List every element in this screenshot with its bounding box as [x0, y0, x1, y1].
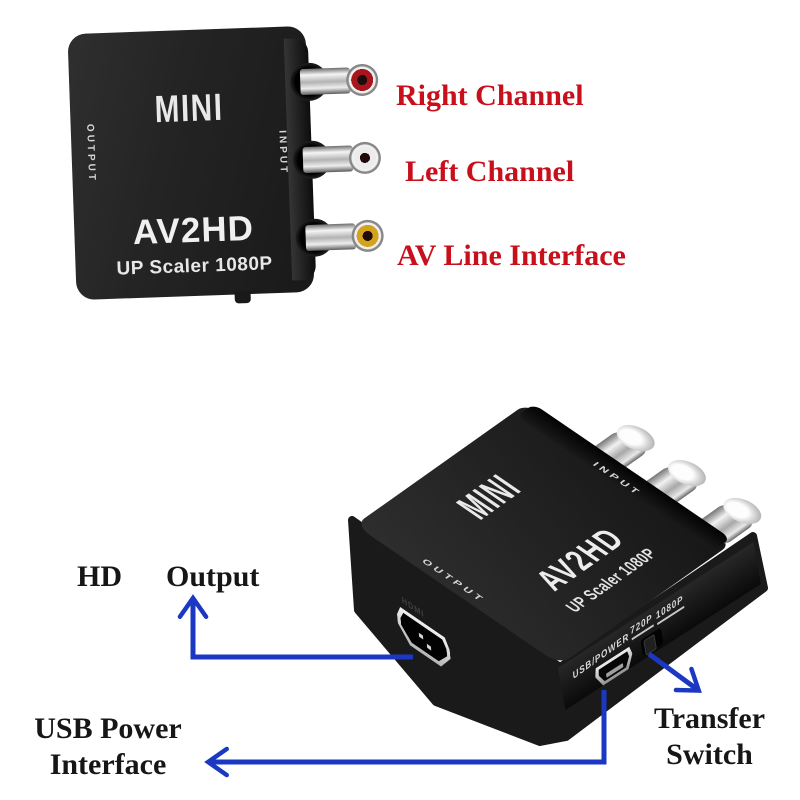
usb-power-arrow [204, 690, 607, 778]
transfer-switch-label: Transfer Switch [628, 701, 791, 773]
usb-power-line1: USB Power [34, 712, 182, 745]
hd-output-label: HD Output [77, 561, 259, 593]
hd-word: HD [77, 560, 122, 593]
right-channel-label: Right Channel [396, 79, 584, 112]
usb-power-line2: Interface [49, 748, 167, 781]
output-word: Output [166, 560, 260, 593]
av-line-interface-label: AV Line Interface [397, 239, 626, 272]
transfer-switch-arrow [647, 651, 702, 693]
transfer-line1: Transfer [653, 702, 766, 735]
hd-output-arrow [177, 594, 413, 660]
usb-power-interface-label: USB Power Interface [17, 711, 199, 783]
transfer-line2: Switch [666, 738, 753, 771]
left-channel-label: Left Channel [405, 155, 575, 188]
